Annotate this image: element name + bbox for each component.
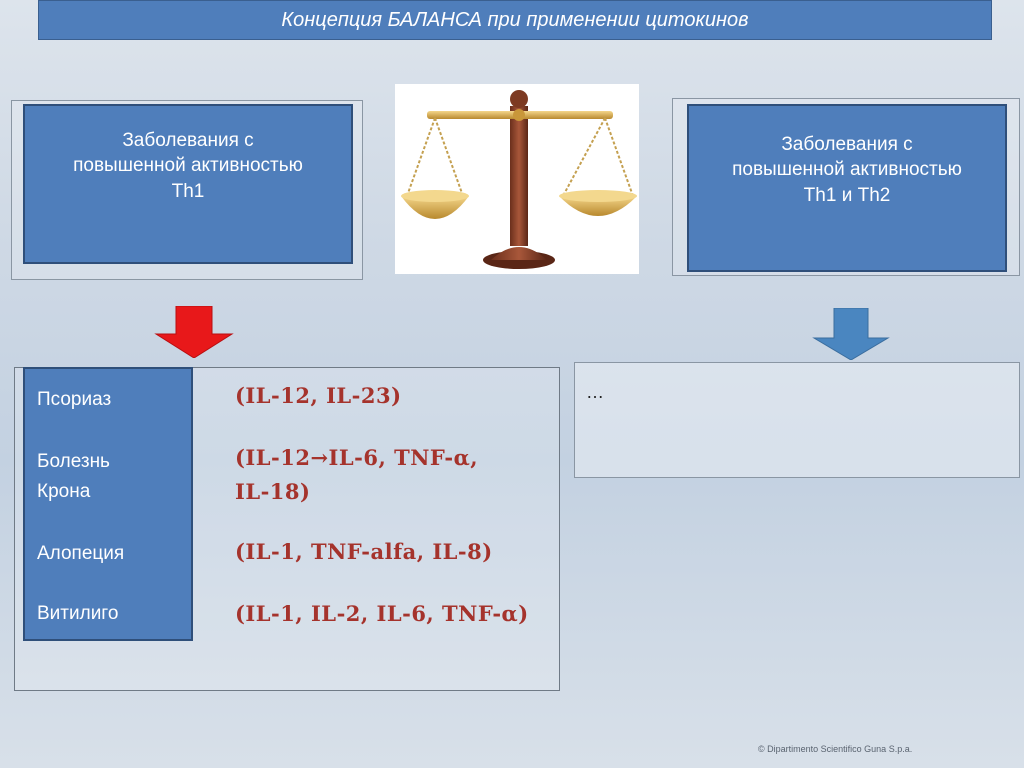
disease-crohn-line-1: Болезнь <box>37 451 110 472</box>
th1-th2-placeholder-text: … <box>586 382 604 402</box>
disease-crohn-line-2: Крона <box>37 481 91 502</box>
cytokines-psoriasis: (IL-12, IL-23) <box>235 383 402 408</box>
disease-alopecia: Алопеция <box>37 543 125 564</box>
disease-psoriasis: Псориаз <box>37 389 112 410</box>
cytokines-crohn-line-1: (IL-12→IL-6, TNF-α, <box>235 445 479 470</box>
cytokines-alopecia: (IL-1, TNF-alfa, IL-8) <box>235 539 493 564</box>
disease-list: Псориаз Болезнь Крона Алопеция Витилиго <box>23 367 193 641</box>
scales-of-justice-image <box>395 84 639 274</box>
footer-copyright: © Dipartimento Scientifico Guna S.p.a. <box>758 744 913 754</box>
th1-box-line-2: повышенной активностью <box>73 155 303 177</box>
cytokines-crohn-line-2: IL-18) <box>235 479 311 504</box>
th1-th2-box-line-1: Заболевания с <box>781 134 913 155</box>
th1-box-line-3: Th1 <box>171 180 205 202</box>
disease-vitiligo: Витилиго <box>37 603 119 624</box>
red-down-arrow-icon <box>154 305 234 363</box>
th1-box-line-1: Заболевания с <box>122 130 254 151</box>
title-text: Концепция БАЛАНСА при применении цитокин… <box>281 8 749 31</box>
cytokines-vitiligo: (IL-1, IL-2, IL-6, TNF-α) <box>235 601 529 626</box>
th1-diseases-box: Заболевания с повышенной активностью Th1 <box>23 104 353 264</box>
th1-th2-panel <box>574 362 1020 478</box>
th1-th2-box-line-2: повышенной активностью <box>732 159 962 181</box>
slide-title: Концепция БАЛАНСА при применении цитокин… <box>38 0 992 40</box>
blue-down-arrow-icon <box>812 307 890 365</box>
th1-th2-diseases-box: Заболевания с повышенной активностью Th1… <box>687 104 1007 272</box>
th1-th2-box-line-3: Th1 и Th2 <box>803 184 891 206</box>
